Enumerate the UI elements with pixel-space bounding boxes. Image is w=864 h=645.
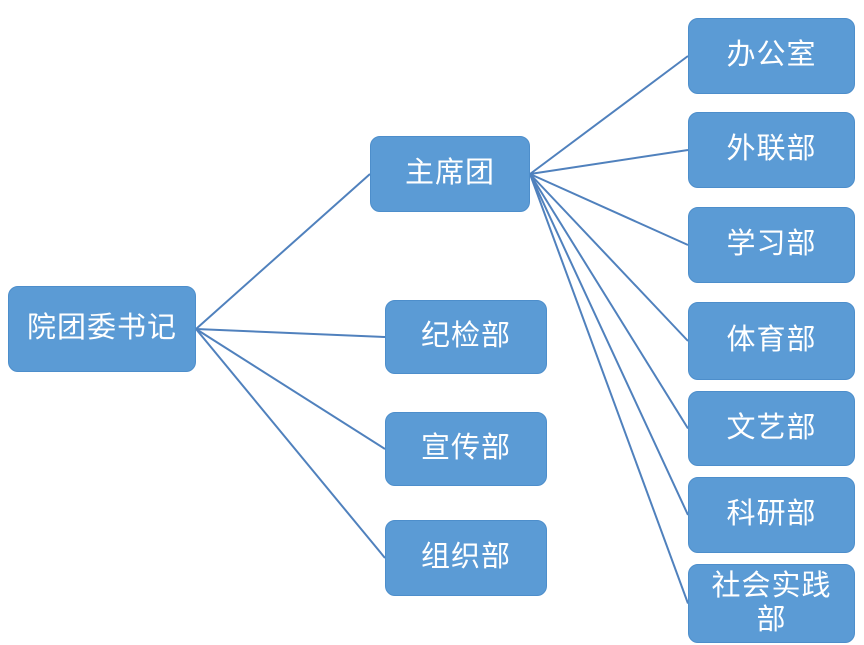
node-social-practice-dept: 社会实践部 (688, 564, 855, 643)
connector-line (529, 173, 689, 342)
connector-line (195, 328, 386, 338)
node-label: 宣传部 (420, 432, 511, 465)
connector-line (529, 173, 689, 604)
node-label: 院团委书记 (26, 312, 177, 345)
node-organization-dept: 组织部 (385, 520, 547, 596)
node-research-dept: 科研部 (688, 477, 855, 553)
connector-line (195, 328, 386, 559)
connector-line (529, 149, 689, 175)
connector-line (529, 173, 689, 516)
node-publicity-dept: 宣传部 (385, 412, 547, 486)
node-discipline-inspection-dept: 纪检部 (385, 300, 547, 374)
connector-line (529, 173, 689, 246)
node-label: 组织部 (420, 541, 511, 574)
connector-line (195, 328, 386, 450)
node-label: 文艺部 (726, 411, 817, 444)
node-presidium: 主席团 (370, 136, 530, 212)
node-office: 办公室 (688, 18, 855, 94)
node-label: 体育部 (726, 324, 817, 357)
node-label: 办公室 (726, 39, 817, 72)
connector-line (195, 173, 371, 330)
node-label: 学习部 (726, 228, 817, 261)
node-study-dept: 学习部 (688, 207, 855, 283)
node-outreach-dept: 外联部 (688, 112, 855, 188)
node-label: 主席团 (404, 157, 495, 190)
connector-line (529, 55, 689, 175)
node-label: 科研部 (726, 498, 817, 531)
node-arts-dept: 文艺部 (688, 391, 855, 466)
node-label: 外联部 (726, 133, 817, 166)
node-label: 社会实践部 (711, 570, 832, 636)
connector-line (529, 173, 689, 430)
node-label: 纪检部 (420, 320, 511, 353)
node-sports-dept: 体育部 (688, 302, 855, 380)
node-league-committee-secretary: 院团委书记 (8, 286, 196, 372)
